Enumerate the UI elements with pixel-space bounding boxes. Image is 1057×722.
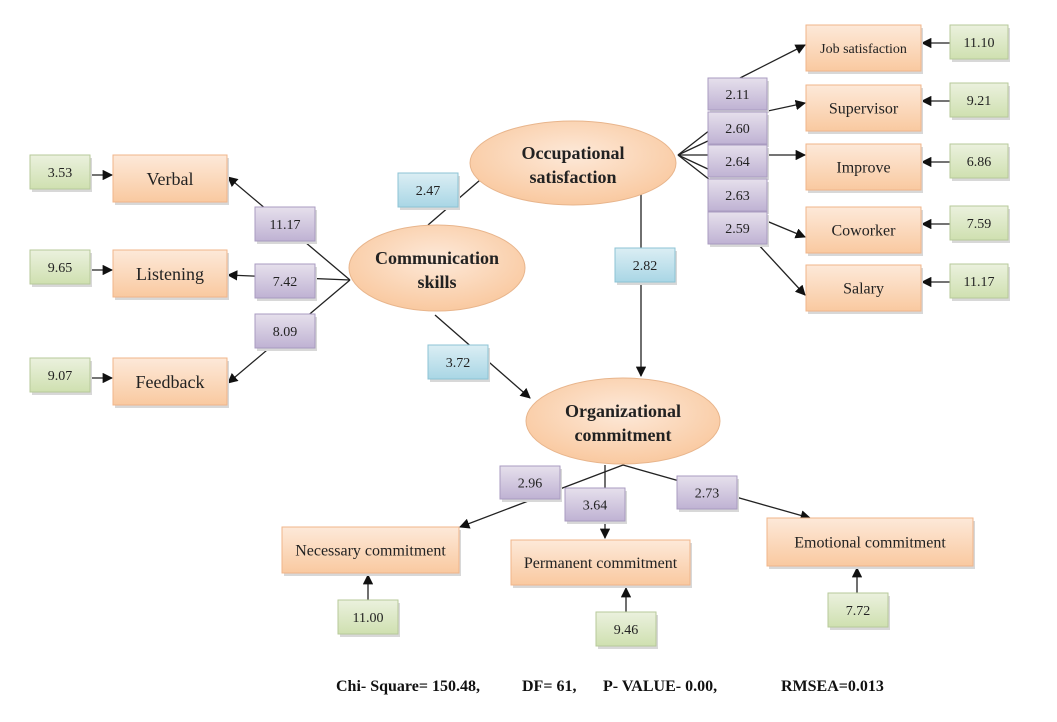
loading-value-label: 11.17 (270, 218, 301, 233)
rmsea: RMSEA=0.013 (781, 678, 884, 695)
loading-value-label: 2.64 (725, 155, 750, 170)
error-term-label: 9.46 (614, 623, 639, 638)
observed-variable: Permanent commitment (510, 539, 692, 588)
loading-value-label: 8.09 (273, 325, 298, 340)
loading-line (677, 154, 711, 171)
observed-variable: Salary (805, 264, 923, 314)
observed-variable-label: Job satisfaction (820, 42, 907, 57)
observed-variable-label: Feedback (136, 372, 205, 392)
loading-value: 7.42 (254, 263, 317, 301)
latent-communication-skills-label: skills (417, 272, 456, 292)
structural-path-value: 2.47 (397, 172, 460, 210)
latent-communication-skills: Communication skills (348, 224, 526, 312)
error-term-label: 11.00 (353, 611, 384, 626)
loading-value: 2.59 (707, 211, 769, 247)
error-term: 6.86 (949, 143, 1010, 181)
observed-variable-label: Supervisor (829, 101, 899, 118)
error-term-label: 11.10 (964, 36, 995, 51)
loading-arrow (739, 44, 806, 79)
loading-value: 3.64 (564, 487, 627, 524)
loading-value: 2.11 (707, 77, 769, 113)
structural-path-value: 2.82 (614, 247, 677, 285)
observed-variable: Listening (112, 249, 229, 300)
loading-value-label: 2.60 (725, 122, 750, 137)
node-layer: 3.53 Verbal 11.17 9.65 Listening 7.42 9.07 Feed… (29, 24, 1010, 649)
observed-variable-label: Necessary commitment (295, 543, 446, 560)
error-term: 9.65 (29, 249, 92, 287)
loading-value: 8.09 (254, 313, 317, 351)
latent-communication-skills-label: Communication (375, 248, 499, 268)
latent-organizational-commitment: Organizational commitment (525, 377, 721, 465)
chi-square: Chi- Square= 150.48, (336, 678, 480, 695)
observed-variable-label: Improve (836, 160, 890, 177)
error-term: 9.21 (949, 82, 1010, 120)
loading-value-label: 2.73 (695, 486, 720, 501)
observed-variable: Feedback (112, 357, 229, 408)
error-term: 9.46 (595, 611, 658, 649)
loading-value-label: 3.64 (583, 498, 608, 513)
error-term-label: 11.17 (964, 275, 995, 290)
latent-occupational-satisfaction-label: satisfaction (530, 167, 617, 187)
latent-occupational-satisfaction-label: Occupational (521, 143, 624, 163)
error-term-label: 7.72 (846, 604, 871, 619)
structural-path-value-label: 2.47 (416, 184, 441, 199)
error-term-label: 9.21 (967, 94, 992, 109)
observed-variable: Verbal (112, 154, 229, 205)
structural-path-value-label: 2.82 (633, 259, 658, 274)
loading-value: 2.63 (707, 178, 769, 214)
observed-variable-label: Permanent commitment (524, 555, 678, 572)
error-term-label: 7.59 (967, 217, 992, 232)
fit-statistics: Chi- Square= 150.48, DF= 61, P- VALUE- 0… (0, 678, 1057, 702)
p-value: P- VALUE- 0.00, (603, 678, 718, 695)
latent-occupational-satisfaction: Occupational satisfaction (469, 120, 677, 206)
error-term: 11.17 (949, 263, 1010, 301)
observed-variable: Necessary commitment (281, 526, 461, 576)
structural-path-value-label: 3.72 (446, 356, 471, 371)
observed-variable: Emotional commitment (766, 517, 975, 569)
error-term-label: 9.07 (48, 369, 73, 384)
observed-variable-label: Emotional commitment (794, 535, 946, 552)
loading-value-label: 2.96 (518, 476, 543, 491)
loading-arrow (756, 242, 806, 296)
error-term: 7.59 (949, 205, 1010, 243)
latent-organizational-commitment-label: commitment (575, 425, 672, 445)
loading-line (677, 154, 711, 181)
error-term: 9.07 (29, 357, 92, 395)
degrees-of-freedom: DF= 61, (522, 678, 577, 695)
loading-value: 11.17 (254, 206, 317, 244)
error-term: 11.10 (949, 24, 1010, 62)
observed-variable-label: Verbal (147, 169, 194, 189)
observed-variable: Supervisor (805, 84, 923, 134)
error-term-label: 3.53 (48, 166, 73, 181)
error-term: 7.72 (827, 592, 890, 630)
loading-value-label: 7.42 (273, 275, 298, 290)
error-term-label: 9.65 (48, 261, 73, 276)
error-term: 3.53 (29, 154, 92, 192)
loading-line (677, 139, 711, 156)
error-term-label: 6.86 (967, 155, 992, 170)
latent-organizational-commitment-label: Organizational (565, 401, 681, 421)
observed-variable-label: Coworker (832, 223, 897, 240)
observed-variable-label: Listening (136, 264, 204, 284)
structural-path-value: 3.72 (427, 344, 490, 382)
error-term: 11.00 (337, 599, 400, 637)
observed-variable: Improve (805, 143, 923, 193)
loading-line (677, 129, 711, 156)
loading-value: 2.73 (676, 475, 739, 512)
loading-value-label: 2.59 (725, 222, 750, 237)
loading-value: 2.96 (499, 465, 562, 502)
observed-variable: Job satisfaction (805, 24, 923, 74)
observed-variable-label: Salary (843, 281, 884, 298)
observed-variable: Coworker (805, 206, 923, 256)
loading-value: 2.60 (707, 111, 769, 147)
loading-value-label: 2.63 (725, 189, 750, 204)
loading-value: 2.64 (707, 144, 769, 180)
loading-value-label: 2.11 (726, 88, 750, 103)
